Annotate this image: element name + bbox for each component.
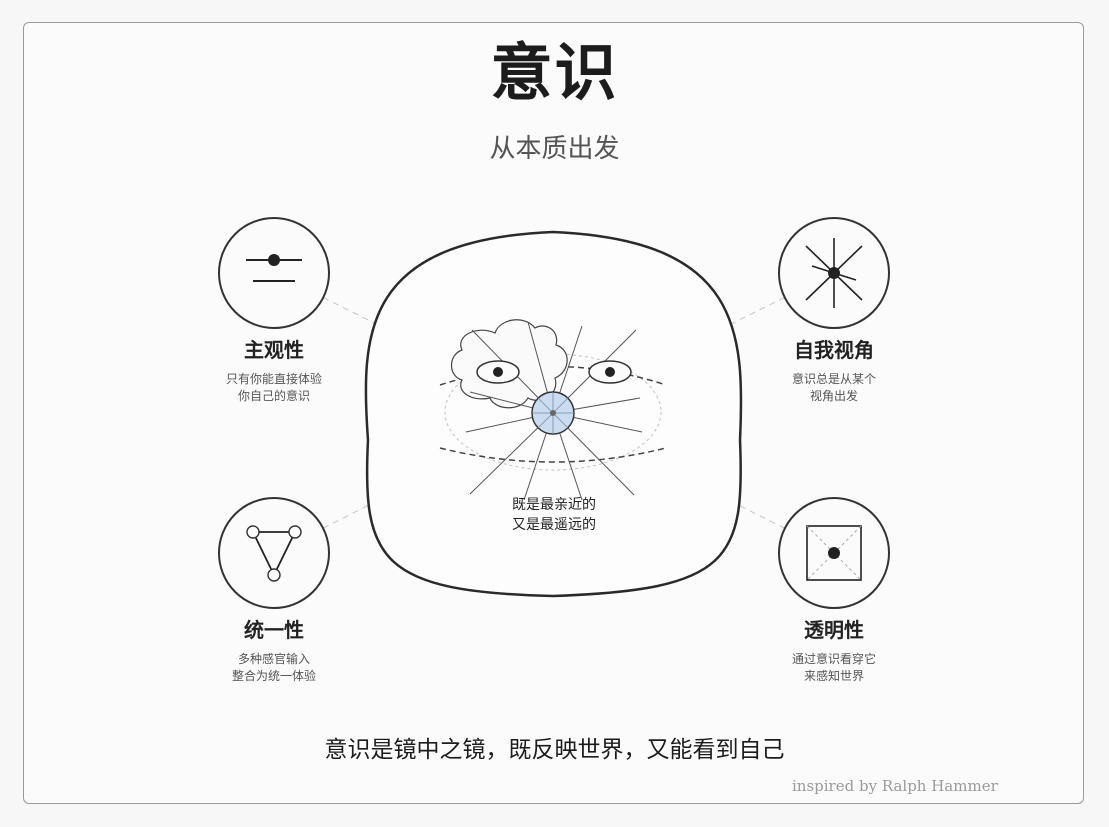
center-caption-line2: 又是最遥远的: [512, 516, 596, 533]
node-subjectivity-desc-line1: 只有你能直接体验: [225, 372, 322, 386]
inner-ellipse: [444, 353, 662, 471]
node-unity: 统一性 多种感官输入 整合为统一体验: [174, 619, 374, 686]
triangle-icon: [218, 497, 330, 609]
page-subtitle: 从本质出发: [489, 134, 620, 164]
node-perspective-desc: 意识总是从某个 视角出发: [734, 371, 934, 406]
lower-arc: [439, 447, 667, 463]
tagline: 意识是镜中之镜，既反映世界，又能看到自己: [324, 737, 785, 763]
page-title: 意识: [490, 36, 619, 109]
node-subjectivity: 主观性 只有你能直接体验 你自己的意识: [174, 339, 374, 406]
node-unity-desc: 多种感官输入 整合为统一体验: [174, 651, 374, 686]
window-icon: [778, 497, 890, 609]
node-transparency-desc-line2: 来感知世界: [803, 669, 864, 684]
node-perspective-title: 自我视角: [794, 338, 874, 362]
node-transparency-desc-line1: 通过意识看穿它: [791, 652, 876, 666]
left-eye-icon: [476, 360, 520, 384]
node-unity-desc-line2: 整合为统一体验: [231, 669, 316, 684]
center-caption: 既是最亲近的 又是最遥远的: [454, 496, 654, 535]
right-eye-icon: [588, 360, 632, 384]
center-core: [531, 391, 575, 435]
node-perspective-desc-line2: 视角出发: [809, 389, 858, 404]
node-transparency-title: 透明性: [804, 618, 864, 642]
starburst-icon: [778, 217, 890, 329]
node-subjectivity-desc-line2: 你自己的意识: [237, 389, 310, 404]
node-unity-title: 统一性: [244, 618, 304, 642]
node-perspective: 自我视角 意识总是从某个 视角出发: [734, 339, 934, 406]
node-subjectivity-desc: 只有你能直接体验 你自己的意识: [174, 371, 374, 406]
line-with-dot-icon: [218, 217, 330, 329]
node-subjectivity-title: 主观性: [244, 338, 304, 362]
node-transparency: 透明性 通过意识看穿它 来感知世界: [734, 619, 934, 686]
node-perspective-desc-line1: 意识总是从某个: [791, 372, 876, 386]
center-caption-line1: 既是最亲近的: [512, 497, 596, 513]
node-transparency-desc: 通过意识看穿它 来感知世界: [734, 651, 934, 686]
credit: inspired by Ralph Hammer: [792, 777, 998, 795]
node-unity-desc-line1: 多种感官输入: [237, 652, 310, 666]
